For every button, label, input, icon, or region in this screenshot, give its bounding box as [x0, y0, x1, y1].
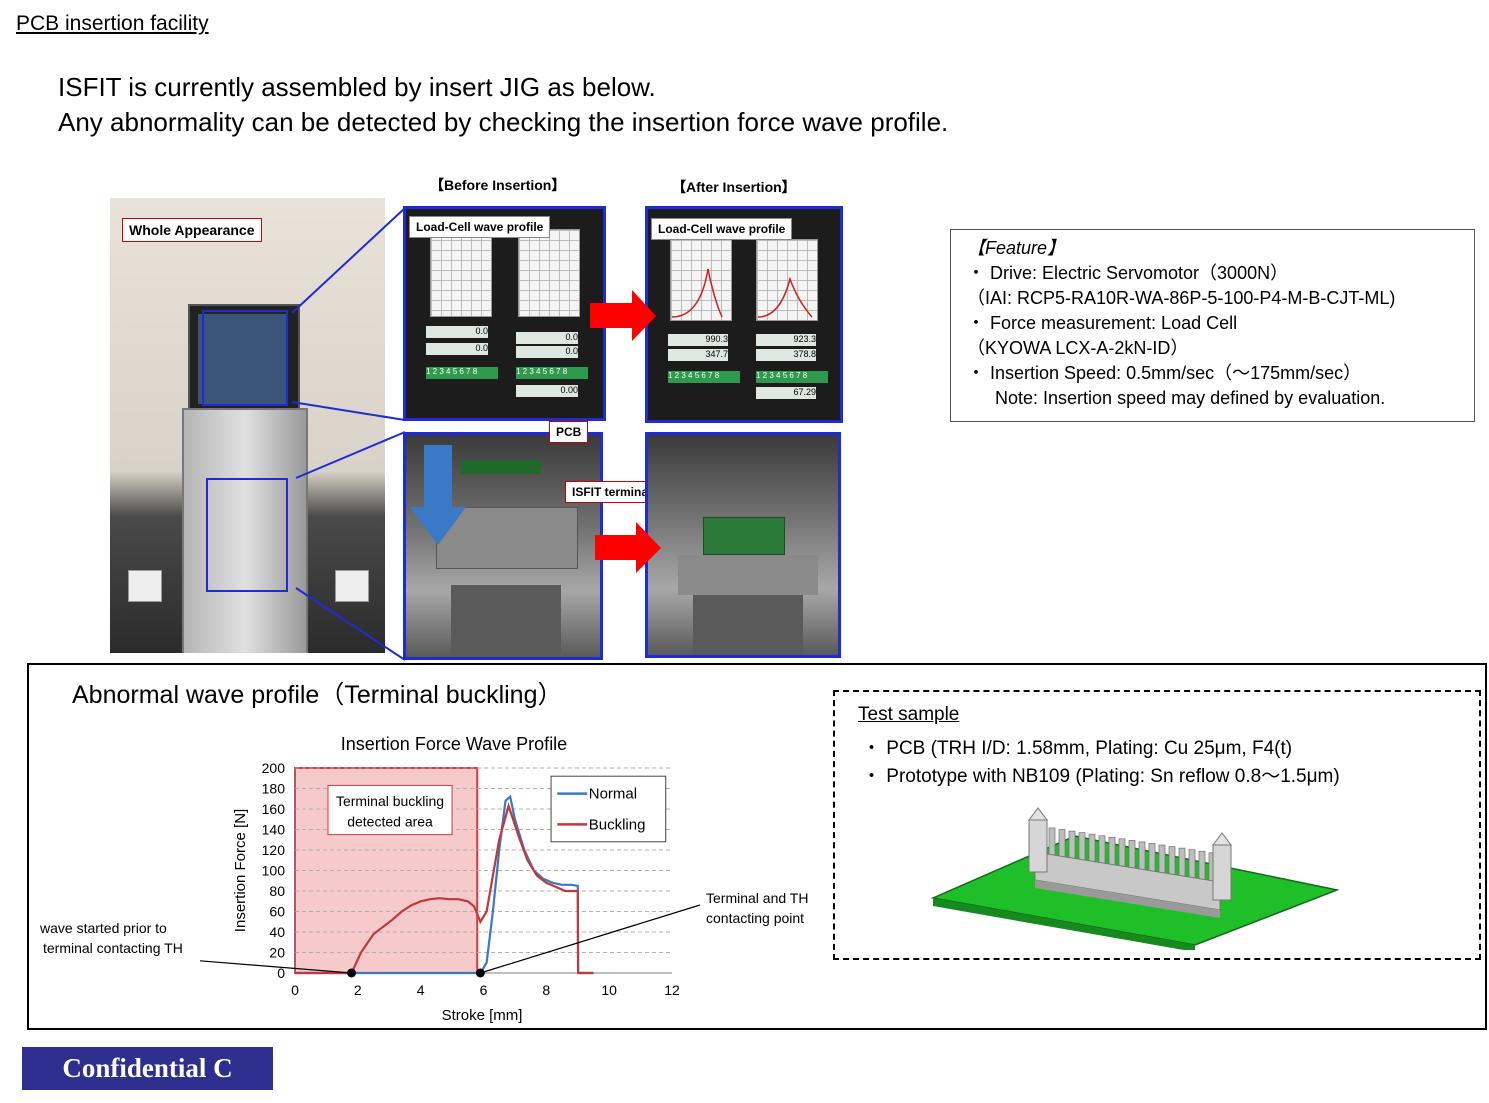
- y-tick-label: 20: [269, 945, 285, 961]
- after-insertion-caption: 【After Insertion】: [672, 179, 796, 195]
- detected-area-label: detected area: [347, 813, 433, 829]
- test-sample-box: [833, 690, 1481, 960]
- monitor: [188, 304, 300, 414]
- feature-heading: 【Feature】: [967, 238, 1066, 258]
- connector-illustration: [930, 807, 1340, 950]
- load-cell-label-after: Load-Cell wave profile: [651, 218, 793, 240]
- legend-box: [550, 775, 667, 843]
- y-axis-label: Insertion Force [N]: [232, 809, 249, 932]
- down-arrow-icon: [410, 445, 466, 545]
- annotation-pointer-left: [200, 960, 352, 974]
- detected-area-label: Terminal buckling: [336, 793, 444, 809]
- annotation-left: wave started prior to terminal contactin…: [40, 920, 183, 956]
- confidential-badge: Confidential C: [22, 1047, 273, 1090]
- whole-appearance-photo: [110, 198, 385, 653]
- buckling-start-point: [347, 968, 357, 978]
- legend-label: Buckling: [589, 816, 646, 833]
- pcb-label: PCB: [549, 421, 589, 443]
- y-tick-label: 0: [277, 965, 285, 981]
- legend-label: Normal: [589, 786, 637, 803]
- abnormal-heading: Abnormal wave profile（Terminal buckling）: [72, 681, 563, 709]
- x-tick-label: 2: [354, 982, 362, 998]
- chart-title: Insertion Force Wave Profile: [341, 734, 567, 754]
- x-tick-label: 12: [664, 982, 680, 998]
- before-insertion-caption: 【Before Insertion】: [430, 177, 566, 193]
- feature-line: ・ Drive: Electric Servomotor（3000N）: [967, 263, 1289, 283]
- feature-box: 【Feature】 ・ Drive: Electric Servomotor（3…: [950, 229, 1475, 422]
- x-tick-label: 0: [291, 982, 299, 998]
- test-sample-line: ・ PCB (TRH I/D: 1.58mm, Plating: Cu 25μm…: [862, 738, 1293, 759]
- after-screen-photo: 990.3 347.7 923.3 378.8 1 2 3 4 5 6 7 8 …: [645, 206, 843, 423]
- y-tick-label: 200: [262, 760, 286, 776]
- test-sample-heading: Test sample: [858, 704, 960, 725]
- series-line-buckling: [295, 802, 594, 975]
- intro-line-1: ISFIT is currently assembled by insert J…: [58, 72, 656, 102]
- x-tick-label: 8: [542, 982, 550, 998]
- y-tick-label: 100: [262, 863, 286, 879]
- before-screen-photo: 0.0 0.0 0.0 0.0 1 2 3 4 5 6 7 8 1 2 3 4 …: [403, 206, 606, 421]
- right-arrow-icon: [590, 290, 656, 341]
- feature-line: （KYOWA LCX-A-2kN-ID）: [967, 338, 1189, 358]
- y-tick-label: 160: [262, 801, 286, 817]
- keypad-left: 1 2 3 4 5 6 7 8: [426, 367, 498, 379]
- x-tick-label: 10: [601, 982, 617, 998]
- abnormal-section: [27, 663, 1487, 1030]
- y-tick-label: 60: [269, 904, 285, 920]
- y-tick-label: 120: [262, 842, 286, 858]
- y-tick-label: 180: [262, 781, 286, 797]
- annotation-pointer-right: [480, 904, 701, 974]
- feature-line: （IAI: RCP5-RA10R-WA-86P-5-100-P4-M-B-CJT…: [967, 288, 1396, 308]
- after-wave-right: [757, 276, 813, 318]
- keypad-right: 1 2 3 4 5 6 7 8: [516, 367, 588, 379]
- page-title: PCB insertion facility: [16, 12, 209, 35]
- y-tick-label: 80: [269, 883, 285, 899]
- right-arrow-icon-2: [595, 522, 661, 573]
- insertion-force-chart: 0 20 40 60 80 100 120 140 160 180 200 0 2 4 6 8 10 12 Inse…: [200, 734, 701, 1024]
- detected-area-label-box: [327, 784, 453, 836]
- x-axis-label: Stroke [mm]: [442, 1007, 523, 1024]
- whole-appearance-label: Whole Appearance: [122, 218, 262, 242]
- feature-note: Note: Insertion speed may defined by eva…: [995, 388, 1386, 408]
- feature-line: ・ Force measurement: Load Cell: [967, 313, 1238, 333]
- y-tick-label: 140: [262, 822, 286, 838]
- test-sample-line: ・ Prototype with NB109 (Plating: Sn refl…: [862, 766, 1340, 787]
- x-tick-label: 4: [417, 982, 425, 998]
- contact-point: [475, 968, 485, 978]
- isfit-terminal-label: ISFIT terminal: [565, 481, 659, 503]
- load-cell-label-before: Load-Cell wave profile: [409, 216, 551, 238]
- x-tick-label: 6: [480, 982, 488, 998]
- y-tick-label: 40: [269, 924, 285, 940]
- after-wave-left: [671, 268, 723, 318]
- annotation-right: Terminal and TH contacting point: [706, 890, 809, 926]
- feature-line: ・ Insertion Speed: 0.5mm/sec（～175mm/sec）: [967, 363, 1362, 383]
- intro-line-2: Any abnormality can be detected by check…: [58, 107, 949, 137]
